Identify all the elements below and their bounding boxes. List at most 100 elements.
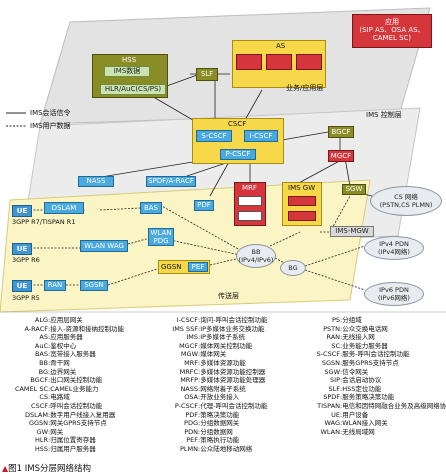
pdf-node: PDF <box>194 200 214 211</box>
abbreviation-separator: : <box>198 393 201 402</box>
abbreviation-separator: : <box>198 410 201 419</box>
ue-node-1: UE <box>12 205 32 217</box>
abbreviation-row: IMS SSF:IP多媒体业务交换功能 <box>156 324 264 333</box>
caption-triangle-icon: ▲ <box>2 464 9 473</box>
abbreviation-row: SLF:HSS定位功能 <box>300 384 382 393</box>
abbreviation-row: SPDF:服务策略决策功能 <box>300 393 394 401</box>
abbreviation-term: PDF <box>185 410 198 419</box>
abbreviation-separator: : <box>198 427 201 436</box>
abbreviation-row: IMS:IP多媒体子系统 <box>156 333 245 341</box>
p-cscf-node: P-CSCF <box>220 149 256 160</box>
bg-cloud: BG <box>280 260 306 276</box>
bb-cloud: BB (IPv4/IPv6) <box>236 244 276 268</box>
abbreviation-term: WLAN <box>320 427 340 436</box>
abbreviation-definition: IP多媒体子系统 <box>200 333 246 342</box>
abbreviation-definition: HSS定位功能 <box>342 384 382 393</box>
abbreviation-separator: : <box>340 316 343 324</box>
abbreviation-term: RAN <box>326 333 340 342</box>
abbreviation-term: SC <box>331 341 340 350</box>
abbreviation-row: MRFC:多媒体资源功能控制器 <box>156 367 266 376</box>
abbreviation-row: RAN:无线接入网 <box>300 333 374 342</box>
abbreviation-separator: : <box>48 393 51 402</box>
abbreviation-row: PEF:策略执行功能 <box>156 436 239 444</box>
abbreviation-definition: 电路域 <box>50 393 70 402</box>
abbreviation-term: AuC <box>34 341 48 350</box>
abbreviation-definition: 用户设备 <box>342 410 369 419</box>
abbreviation-term: BGCF <box>30 376 48 385</box>
abbreviation-separator: : <box>48 436 51 445</box>
legend-user-label: IMS用户数据 <box>30 122 71 130</box>
abbreviation-row: HLR:归属位置寄存器 <box>8 436 96 444</box>
abbreviation-separator: : <box>198 316 201 324</box>
ims-data-node: IMS数据 <box>104 66 150 77</box>
abbreviation-row: P-CSCF:代理-呼叫会话控制功能 <box>156 402 268 410</box>
r5-label: 3GPP R5 <box>12 294 40 302</box>
dslam-node: DSLAM <box>44 202 84 214</box>
abbreviation-separator: : <box>198 436 201 445</box>
abbreviation-separator: : <box>48 359 51 367</box>
abbreviation-definition: 多媒体资源功能处理器 <box>200 376 266 385</box>
abbreviation-definition: 分组数据网关 <box>200 419 240 428</box>
abbreviation-term: MGCF <box>179 341 198 350</box>
abbreviation-separator: : <box>48 376 51 385</box>
abbreviation-row: WAG:WLAN接入网关 <box>300 419 388 427</box>
ims-gw-unit-2 <box>288 211 316 221</box>
abbreviation-definition: 策略决策功能 <box>200 410 240 419</box>
as-unit-1 <box>236 54 262 70</box>
transport-layer-label: 传送层 <box>218 292 239 300</box>
sgsn-node: SGSN <box>80 280 108 291</box>
abbreviation-term: PEF <box>186 436 198 445</box>
abbreviation-term: PSTN <box>323 324 340 333</box>
abbreviation-separator: : <box>198 324 201 333</box>
wlan-pdg-node: WLAN PDG <box>148 228 174 246</box>
abbreviation-term: TISPAN <box>317 402 340 410</box>
abbreviation-separator: : <box>48 350 51 359</box>
abbreviation-definition: 服务策略决策功能 <box>342 393 395 402</box>
abbreviation-definition: 服务GPRS支持节点 <box>342 359 399 367</box>
abbreviation-definition: 数字用户线接入复用器 <box>50 410 116 419</box>
abbreviation-separator: : <box>198 367 201 376</box>
abbreviation-separator: : <box>48 324 51 333</box>
abbreviation-term: OSA <box>184 393 198 402</box>
abbreviation-term: NASS <box>180 384 198 393</box>
abbreviation-term: MGW <box>180 350 198 359</box>
caption-text: 图1 IMS分层网络结构 <box>8 464 92 474</box>
r6-label: 3GPP R6 <box>12 256 40 264</box>
abbreviation-row: HSS:归属用户服务器 <box>8 445 96 453</box>
hlr-node: HLR/AuC(CS/PS) <box>100 84 166 95</box>
pef-node: PEF <box>188 262 208 272</box>
app-node: 应用 (SIP AS、OSA AS、 CAMEL SC) <box>352 14 432 48</box>
abbreviation-definition: 媒体网关 <box>200 350 227 359</box>
sgw-node: SGW <box>342 184 366 195</box>
abbreviation-definition: 媒体网关控制功能 <box>200 341 253 350</box>
abbreviation-separator: : <box>340 350 343 359</box>
abbreviation-definition: 网络附着子系统 <box>200 384 246 393</box>
cs-network-cloud: CS 网络 (PSTN,CS PLMN) <box>370 186 442 216</box>
hss-label: HSS <box>122 56 137 64</box>
abbreviation-separator: : <box>198 376 201 385</box>
abbreviation-term: SGW <box>324 367 340 376</box>
abbreviation-term: SLF <box>328 384 341 393</box>
figure-caption: ▲图1 IMS分层网络结构 <box>2 462 91 474</box>
abbreviation-definition: 开放业务接入 <box>200 393 240 402</box>
abbreviation-term: CAMEL SC <box>14 384 48 393</box>
abbreviation-row: SGSN:服务GPRS支持节点 <box>300 359 399 367</box>
abbreviation-row: WLAN:无线局域网 <box>300 427 374 436</box>
abbreviation-separator: : <box>340 359 343 367</box>
abbreviation-separator: : <box>48 333 51 342</box>
ue-node-3: UE <box>12 280 32 292</box>
abbreviation-row: PLMN:公众陆地移动网络 <box>156 445 252 453</box>
abbreviation-separator: : <box>340 410 343 419</box>
abbreviation-separator: : <box>48 419 51 428</box>
abbreviation-row: MGW:媒体网关 <box>156 350 226 358</box>
abbreviation-row: PS:分组域 <box>300 316 362 324</box>
abbreviation-term: S-CSCF <box>316 350 340 359</box>
abbreviation-definition: 网关GPRS支持节点 <box>50 419 107 428</box>
abbreviation-term: IMS <box>186 333 198 342</box>
ue-node-2: UE <box>12 243 32 255</box>
abbreviation-definition: 出口网关控制功能 <box>50 376 103 385</box>
abbreviation-definition: CAMEL业务能力 <box>50 384 99 393</box>
abbreviation-definition: 公众交换电话网 <box>342 324 388 333</box>
cscf-label: CSCF <box>228 120 247 128</box>
abbreviation-row: CS:电路域 <box>8 393 70 402</box>
